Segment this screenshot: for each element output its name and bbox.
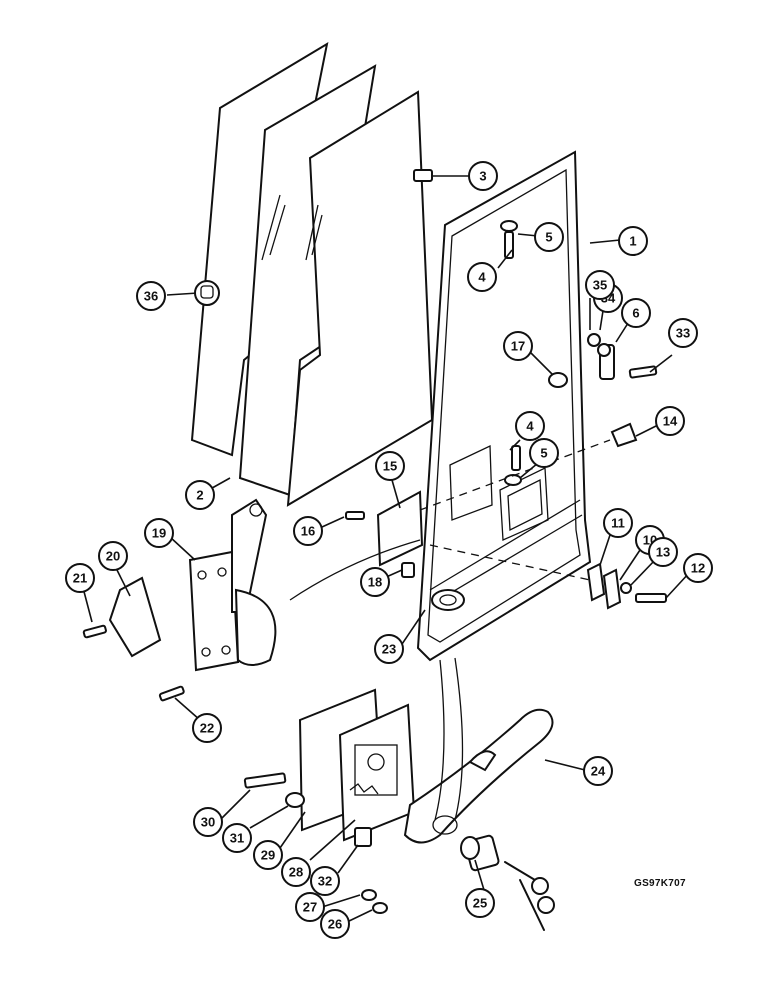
svg-text:25: 25	[473, 896, 487, 911]
lock-barrel	[460, 834, 500, 872]
callout-19: 19	[144, 518, 174, 548]
svg-text:16: 16	[301, 524, 315, 539]
callout-30: 30	[193, 807, 223, 837]
svg-text:19: 19	[152, 526, 166, 541]
callout-15: 15	[375, 451, 405, 481]
grommet-36	[194, 280, 220, 306]
svg-text:30: 30	[201, 815, 215, 830]
callout-36: 36	[136, 281, 166, 311]
callout-21: 21	[65, 563, 95, 593]
callout-11: 11	[603, 508, 633, 538]
callout-13: 13	[648, 537, 678, 567]
clip-32	[354, 827, 372, 847]
svg-text:4: 4	[478, 270, 486, 285]
svg-text:28: 28	[289, 865, 303, 880]
screw-22	[158, 685, 185, 702]
svg-text:22: 22	[200, 721, 214, 736]
callout-3: 3	[468, 161, 498, 191]
svg-text:17: 17	[511, 339, 525, 354]
washer-27	[361, 889, 377, 901]
svg-text:33: 33	[676, 326, 690, 341]
callout-18: 18	[360, 567, 390, 597]
callout-24: 24	[583, 756, 613, 786]
svg-text:36: 36	[144, 289, 158, 304]
callout-33: 33	[668, 318, 698, 348]
callout-4-lower: 4	[515, 411, 545, 441]
svg-text:11: 11	[611, 516, 625, 531]
hinge-bolt	[628, 365, 658, 379]
screw-16	[345, 511, 365, 520]
callout-5-upper: 5	[534, 222, 564, 252]
svg-text:23: 23	[382, 642, 396, 657]
callout-31: 31	[222, 823, 252, 853]
callout-4-upper: 4	[467, 262, 497, 292]
washer-31	[285, 792, 305, 808]
screw-21	[82, 624, 107, 639]
callout-1: 1	[618, 226, 648, 256]
svg-text:27: 27	[303, 900, 317, 915]
svg-text:12: 12	[691, 561, 705, 576]
callout-16: 16	[293, 516, 323, 546]
callout-14: 14	[655, 406, 685, 436]
svg-text:6: 6	[632, 306, 639, 321]
callout-22: 22	[192, 713, 222, 743]
svg-text:21: 21	[73, 571, 87, 586]
seal-strip	[376, 490, 424, 567]
callout-28: 28	[281, 857, 311, 887]
bracket-clip	[610, 422, 638, 448]
callout-23: 23	[374, 634, 404, 664]
callouts: 1 2 3 4 4 5 5 6 10 11 12 13 14 15 16 17 …	[65, 161, 713, 939]
svg-text:2: 2	[196, 488, 203, 503]
callout-20: 20	[98, 541, 128, 571]
svg-text:4: 4	[526, 419, 534, 434]
callout-17: 17	[503, 331, 533, 361]
callout-27: 27	[295, 892, 325, 922]
callout-29: 29	[253, 840, 283, 870]
callout-12: 12	[683, 553, 713, 583]
svg-text:15: 15	[383, 459, 397, 474]
callout-26: 26	[320, 909, 350, 939]
svg-text:26: 26	[328, 917, 342, 932]
svg-text:14: 14	[663, 414, 678, 429]
svg-text:31: 31	[230, 831, 244, 846]
door-frame	[416, 150, 592, 662]
callout-2: 2	[185, 480, 215, 510]
inside-handle	[188, 498, 277, 672]
svg-text:5: 5	[545, 230, 552, 245]
callout-35: 35	[585, 270, 615, 300]
callout-32: 32	[310, 866, 340, 896]
svg-text:35: 35	[593, 278, 607, 293]
svg-text:32: 32	[318, 874, 332, 889]
hinge-bracket	[587, 333, 615, 380]
leader-lines	[81, 175, 691, 923]
callout-6: 6	[621, 298, 651, 328]
svg-text:24: 24	[591, 764, 606, 779]
keys	[504, 861, 555, 931]
washer-26	[372, 902, 388, 914]
plug-cap	[548, 372, 568, 388]
reference-lines	[289, 439, 611, 821]
outside-handle	[403, 708, 554, 844]
handle-cover	[108, 576, 162, 658]
drawing-reference-code: GS97K707	[634, 878, 686, 889]
buffer-18	[401, 562, 415, 578]
svg-text:13: 13	[656, 545, 670, 560]
seal-clip	[413, 169, 433, 182]
striker-assembly	[586, 562, 667, 610]
svg-text:5: 5	[540, 446, 547, 461]
svg-text:1: 1	[629, 234, 636, 249]
glass-panel-front	[286, 90, 434, 507]
svg-text:20: 20	[106, 549, 120, 564]
svg-text:18: 18	[368, 575, 382, 590]
callout-25: 25	[465, 888, 495, 918]
bolt-30	[243, 772, 287, 789]
callout-5-lower: 5	[529, 438, 559, 468]
svg-text:3: 3	[479, 169, 486, 184]
svg-text:29: 29	[261, 848, 275, 863]
